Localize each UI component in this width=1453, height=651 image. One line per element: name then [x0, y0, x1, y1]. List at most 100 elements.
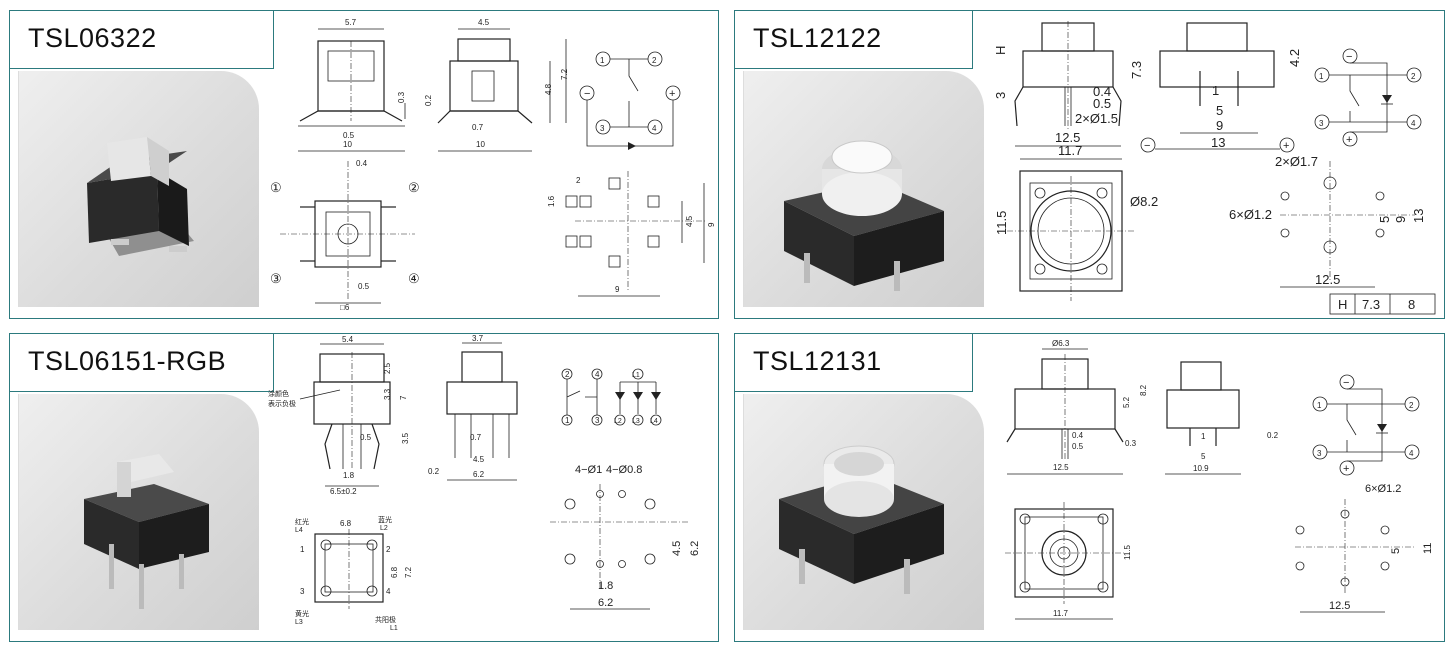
- dim-8-2: 8.2: [1139, 384, 1148, 396]
- svg-text:2: 2: [565, 370, 570, 379]
- svg-text:1: 1: [1317, 401, 1322, 410]
- front-view: 5.4 2.5 3.3 7 3.5 0.5 1.8 6.5±0.2 涂颜色 表示…: [268, 335, 410, 496]
- dim-6-5: 6.5±0.2: [330, 487, 357, 496]
- table-v2: 8: [1408, 297, 1415, 312]
- product-photo-tsl06322: [18, 71, 259, 307]
- height-table: H 7.3 8: [1329, 293, 1436, 315]
- dim-13: 13: [1211, 135, 1225, 150]
- svg-text:3: 3: [1317, 449, 1322, 458]
- dim-1-8-fp: 1.8: [598, 580, 613, 592]
- dim-5-fp: 5: [1377, 216, 1392, 223]
- top-view: ① ② ③ ④ 0.4 0.5 □6: [270, 159, 420, 312]
- pin-3-label: ③: [270, 271, 282, 286]
- svg-text:1: 1: [600, 56, 605, 65]
- svg-text:3: 3: [600, 124, 605, 133]
- note-color: 涂颜色: [268, 389, 289, 398]
- title-tsl12122: TSL12122: [753, 23, 882, 53]
- dim-1-6: 1.6: [547, 195, 556, 207]
- dim-7-2: 7.2: [560, 68, 569, 80]
- dim-5: 5: [1201, 452, 1206, 461]
- title-tsl12131: TSL12131: [753, 346, 882, 376]
- dim-0-3: 0.3: [397, 91, 406, 103]
- svg-text:3: 3: [300, 587, 305, 596]
- dim-11-7: 11.7: [1058, 143, 1082, 158]
- svg-text:3: 3: [595, 416, 600, 425]
- drawing-tsl06151: 5.4 2.5 3.3 7 3.5 0.5 1.8 6.5±0.2 涂颜色 表示…: [268, 334, 701, 632]
- drawing-tsl06322: 5.7 0.3 0.5 10 4.5 0.2 4.8 7.2 0.7 10 1: [270, 18, 716, 312]
- svg-text:4: 4: [1409, 449, 1414, 458]
- side-view: 4.5 0.2 4.8 7.2 0.7 10: [424, 18, 569, 152]
- dim-10-front: 10: [343, 140, 352, 149]
- svg-text:4: 4: [386, 587, 391, 596]
- front-view: Ø6.3 5.2 8.2 0.4 0.5 0.3 12.5: [1006, 339, 1148, 475]
- dim-4-dia0-8: 4−Ø0.8: [606, 464, 642, 476]
- dim-3: 3: [993, 92, 1008, 99]
- dim-0-5: 0.5: [343, 131, 355, 140]
- product-photo-tsl06151: [18, 394, 259, 630]
- dim-sq6: □6: [340, 303, 350, 312]
- dim-9-fp: 9: [1393, 216, 1408, 223]
- dim-0-3: 0.3: [1125, 439, 1137, 448]
- dim-0-5: 0.5: [1093, 96, 1111, 111]
- svg-text:+: +: [1343, 463, 1349, 475]
- svg-text:L4: L4: [650, 418, 658, 425]
- switch-schematic: − 1 2 3 4 +: [1312, 374, 1420, 476]
- dim-11-7: 11.7: [1053, 609, 1069, 618]
- dim-7-3: 7.3: [1129, 61, 1144, 79]
- panel-tsl06151-rgb: TSL06151-RGB 5.4 2.5 3.3 7 3.5 0.5 1.8 6…: [9, 333, 719, 642]
- svg-text:1: 1: [565, 416, 570, 425]
- dim-0-7: 0.7: [470, 433, 482, 442]
- title-tsl06322: TSL06322: [28, 23, 157, 53]
- dim-0-5: 0.5: [1072, 442, 1084, 451]
- dim-7-2: 7.2: [404, 566, 413, 578]
- panel-tsl12122: TSL12122 H 3 7.3 0.4 0.5 2×Ø1.5 12.5 4.2…: [734, 10, 1445, 319]
- dim-4-5-fp: 4.5: [685, 215, 694, 227]
- dim-11-5: 11.5: [994, 211, 1009, 235]
- dim-1: 1: [1201, 432, 1206, 441]
- side-view: 3.7 0.7 4.5 0.2 6.2: [428, 334, 518, 481]
- svg-text:2: 2: [652, 56, 657, 65]
- switch-illustration: [87, 137, 194, 256]
- dim-12-5-fp: 12.5: [1315, 272, 1340, 287]
- dim-3-5: 3.5: [401, 432, 410, 444]
- svg-text:L3: L3: [632, 418, 640, 425]
- switch-illustration: [779, 445, 944, 594]
- svg-text:2: 2: [1411, 72, 1416, 81]
- dim-0-7: 0.7: [472, 123, 484, 132]
- side-view: 4.2 1 5 9 13 − +: [1140, 22, 1302, 153]
- switch-schematic: 1 2 3 4 − +: [579, 51, 681, 150]
- dim-4-5-side: 4.5: [478, 18, 490, 27]
- dim-6x1-2: 6×Ø1.2: [1229, 207, 1272, 222]
- switch-illustration: [84, 454, 209, 609]
- front-view: 5.7 0.3 0.5 10: [298, 18, 406, 152]
- title-tsl06151: TSL06151-RGB: [28, 346, 227, 376]
- note-negative: 表示负极: [268, 399, 296, 408]
- dim-2-5: 2.5: [383, 362, 392, 374]
- dim-0-5-top: 0.5: [358, 282, 370, 291]
- dim-10-side: 10: [476, 140, 485, 149]
- svg-text:−: −: [1346, 51, 1352, 63]
- dim-0-4: 0.4: [356, 159, 368, 168]
- dim-4-8: 4.8: [544, 83, 553, 95]
- dim-2x1-5: 2×Ø1.5: [1075, 111, 1118, 126]
- dim-4-5: 4.5: [473, 455, 485, 464]
- pin-4-label: ④: [408, 271, 420, 286]
- svg-text:4: 4: [595, 370, 600, 379]
- svg-text:+: +: [1346, 134, 1352, 146]
- dim-4-5-fp: 4.5: [671, 541, 683, 556]
- dim-6-2: 6.2: [473, 470, 485, 479]
- svg-text:−: −: [1144, 140, 1150, 152]
- table-v1: 7.3: [1362, 297, 1380, 312]
- dim-4-2: 4.2: [1287, 49, 1302, 67]
- product-photo-tsl12122: [743, 71, 984, 307]
- circuit-schematic: 2 4 1 3 L1 L2 L3 L4: [561, 368, 662, 426]
- dim-5-2: 5.2: [1122, 396, 1131, 408]
- svg-text:L4: L4: [295, 527, 303, 534]
- svg-text:L2: L2: [380, 525, 388, 532]
- table-h: H: [1338, 297, 1347, 312]
- dim-11: 11: [1422, 543, 1434, 554]
- dim-0-2: 0.2: [428, 467, 440, 476]
- dim-1-8: 1.8: [343, 471, 355, 480]
- dim-0-2: 0.2: [1267, 431, 1279, 440]
- svg-text:1: 1: [300, 545, 305, 554]
